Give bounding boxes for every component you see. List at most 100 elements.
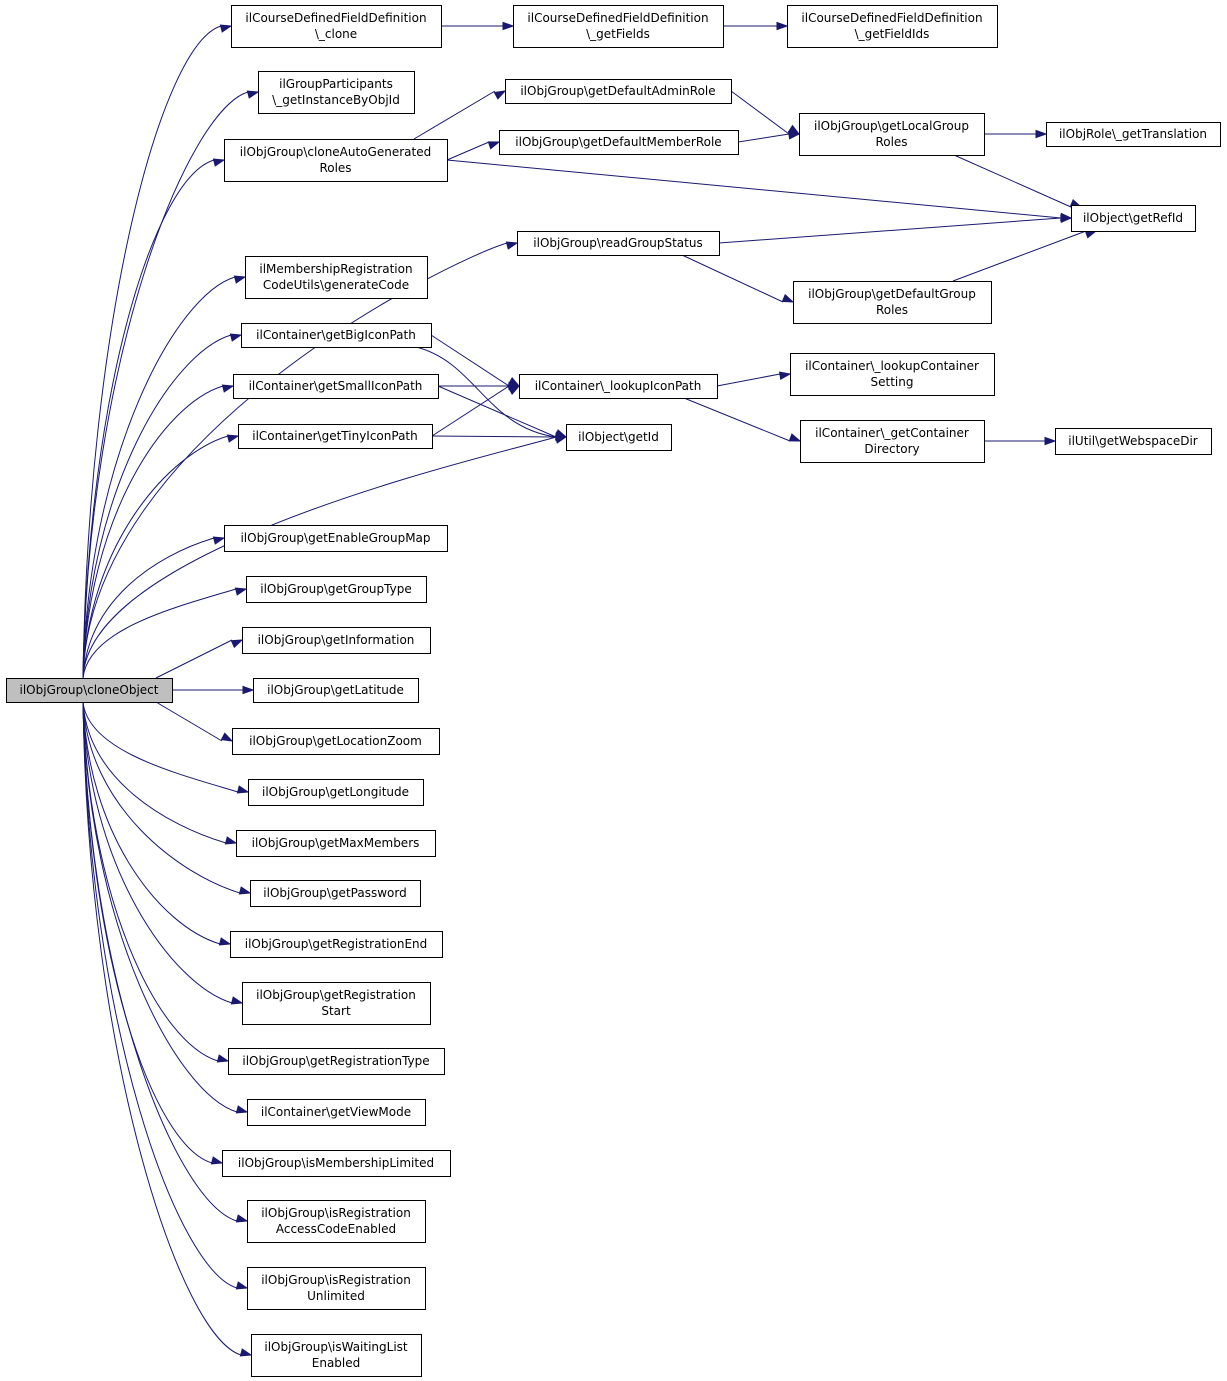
node-get-default-admin-role[interactable]: ilObjGroup\getDefaultAdminRole	[505, 79, 732, 104]
node-get-enable-group-map[interactable]: ilObjGroup\getEnableGroupMap	[224, 525, 448, 552]
node-label: ilObjGroup\getDefaultMemberRole	[515, 135, 721, 149]
node-label: ilCourseDefinedFieldDefinition	[245, 11, 426, 25]
edge-line	[681, 254, 784, 303]
node-box	[1071, 205, 1196, 232]
node-get-group-type[interactable]: ilObjGroup\getGroupType	[246, 576, 427, 603]
arrowhead	[502, 21, 515, 31]
node-cdf-clone[interactable]: ilCourseDefinedFieldDefinition\_clone	[231, 5, 442, 48]
node-root[interactable]: ilObjGroup\cloneObject	[6, 678, 173, 703]
edge-cdf-clone-to-cdf-get-fields	[441, 21, 515, 31]
node-box	[242, 627, 431, 654]
arrowhead	[778, 371, 792, 380]
node-box	[1055, 428, 1212, 455]
arrowhead	[218, 937, 232, 946]
arrowhead	[216, 1054, 230, 1063]
node-get-location-zoom[interactable]: ilObjGroup\getLocationZoom	[232, 728, 440, 755]
node-get-big-icon-path[interactable]: ilContainer\getBigIconPath	[241, 323, 432, 348]
node-label: Setting	[871, 375, 914, 389]
node-label: ilObjGroup\getMaxMembers	[252, 836, 420, 850]
arrowhead	[219, 24, 233, 33]
node-get-tiny-icon-path[interactable]: ilContainer\getTinyIconPath	[238, 424, 433, 449]
edge-root-to-get-registration-end	[82, 701, 232, 946]
node-label: ilObjGroup\getInformation	[258, 633, 415, 647]
node-get-registration-end[interactable]: ilObjGroup\getRegistrationEnd	[230, 931, 443, 958]
arrowhead	[230, 639, 244, 649]
edge-root-to-read-group-status	[82, 241, 519, 679]
node-get-latitude[interactable]: ilObjGroup\getLatitude	[253, 678, 419, 703]
node-box	[233, 374, 439, 399]
node-label: ilObjGroup\getRegistration	[256, 988, 416, 1002]
node-get-default-member-role[interactable]: ilObjGroup\getDefaultMemberRole	[499, 130, 739, 155]
node-get-id[interactable]: ilObject\getId	[566, 424, 672, 451]
node-label: Start	[321, 1004, 351, 1018]
edge-line	[82, 701, 239, 793]
arrowhead	[493, 90, 507, 100]
arrowhead	[234, 587, 248, 596]
edge-root-to-generate-code	[82, 275, 247, 679]
node-label: ilContainer\_getContainer	[815, 426, 969, 440]
node-is-membership-limited[interactable]: ilObjGroup\isMembershipLimited	[222, 1150, 451, 1177]
edge-root-to-gp-get-instance	[82, 90, 260, 679]
node-get-ref-id[interactable]: ilObject\getRefId	[1071, 205, 1196, 232]
node-get-information[interactable]: ilObjGroup\getInformation	[242, 627, 431, 654]
arrowhead	[246, 90, 260, 99]
arrowhead	[212, 158, 226, 167]
node-label: ilContainer\getTinyIconPath	[252, 429, 418, 443]
node-box	[248, 779, 424, 806]
node-generate-code[interactable]: ilMembershipRegistrationCodeUtils\genera…	[245, 256, 428, 299]
node-box	[231, 5, 442, 48]
node-lookup-icon-path[interactable]: ilContainer\_lookupIconPath	[519, 374, 718, 399]
edge-root-to-get-enable-group-map	[82, 536, 226, 679]
node-box	[517, 231, 720, 256]
node-read-group-status[interactable]: ilObjGroup\readGroupStatus	[517, 231, 720, 256]
arrowhead	[242, 685, 255, 695]
edge-line	[952, 230, 1087, 282]
edge-line	[82, 537, 215, 679]
edge-get-tiny-icon-path-to-lookup-icon-path	[431, 385, 521, 437]
edge-cdf-get-fields-to-cdf-get-field-ids	[723, 21, 789, 31]
arrowhead	[233, 275, 247, 284]
node-is-reg-access-code[interactable]: ilObjGroup\isRegistrationAccessCodeEnabl…	[247, 1200, 426, 1243]
node-get-translation[interactable]: ilObjRole\_getTranslation	[1046, 122, 1221, 147]
node-box	[793, 281, 992, 324]
node-get-max-members[interactable]: ilObjGroup\getMaxMembers	[236, 830, 436, 857]
node-label: ilObjGroup\isRegistration	[261, 1206, 411, 1220]
node-label: ilObjGroup\isMembershipLimited	[238, 1156, 434, 1170]
node-box	[251, 1334, 422, 1377]
node-cdf-get-field-ids[interactable]: ilCourseDefinedFieldDefinition\_getField…	[787, 5, 998, 48]
node-label: ilContainer\getViewMode	[261, 1105, 411, 1119]
node-get-longitude[interactable]: ilObjGroup\getLongitude	[248, 779, 424, 806]
edge-root-to-get-view-mode	[82, 701, 249, 1114]
node-get-webspace-dir[interactable]: ilUtil\getWebspaceDir	[1055, 428, 1212, 455]
edge-line	[737, 133, 790, 143]
node-cdf-get-fields[interactable]: ilCourseDefinedFieldDefinition\_getField…	[513, 5, 724, 48]
node-gp-get-instance[interactable]: ilGroupParticipants\_getInstanceByObjId	[258, 71, 415, 114]
edge-root-to-clone-auto-gen-roles	[82, 158, 226, 679]
node-get-small-icon-path[interactable]: ilContainer\getSmallIconPath	[233, 374, 439, 399]
node-label: ilObjGroup\getRegistrationEnd	[245, 937, 428, 951]
edge-get-default-group-roles-to-get-ref-id	[952, 230, 1098, 282]
node-label: ilObjGroup\getPassword	[263, 886, 406, 900]
node-box	[250, 880, 421, 907]
node-label: ilObjGroup\getDefaultAdminRole	[520, 84, 715, 98]
node-get-password[interactable]: ilObjGroup\getPassword	[250, 880, 421, 907]
edge-line	[82, 25, 222, 679]
arrowhead	[235, 1105, 249, 1114]
node-label: ilCourseDefinedFieldDefinition	[527, 11, 708, 25]
node-get-view-mode[interactable]: ilContainer\getViewMode	[247, 1099, 426, 1126]
node-get-registration-type[interactable]: ilObjGroup\getRegistrationType	[228, 1048, 445, 1075]
arrowhead	[239, 1348, 253, 1357]
arrowhead	[788, 131, 801, 140]
edge-line	[82, 436, 557, 679]
arrowhead	[487, 141, 501, 150]
node-label: ilObjGroup\getGroupType	[260, 582, 411, 596]
